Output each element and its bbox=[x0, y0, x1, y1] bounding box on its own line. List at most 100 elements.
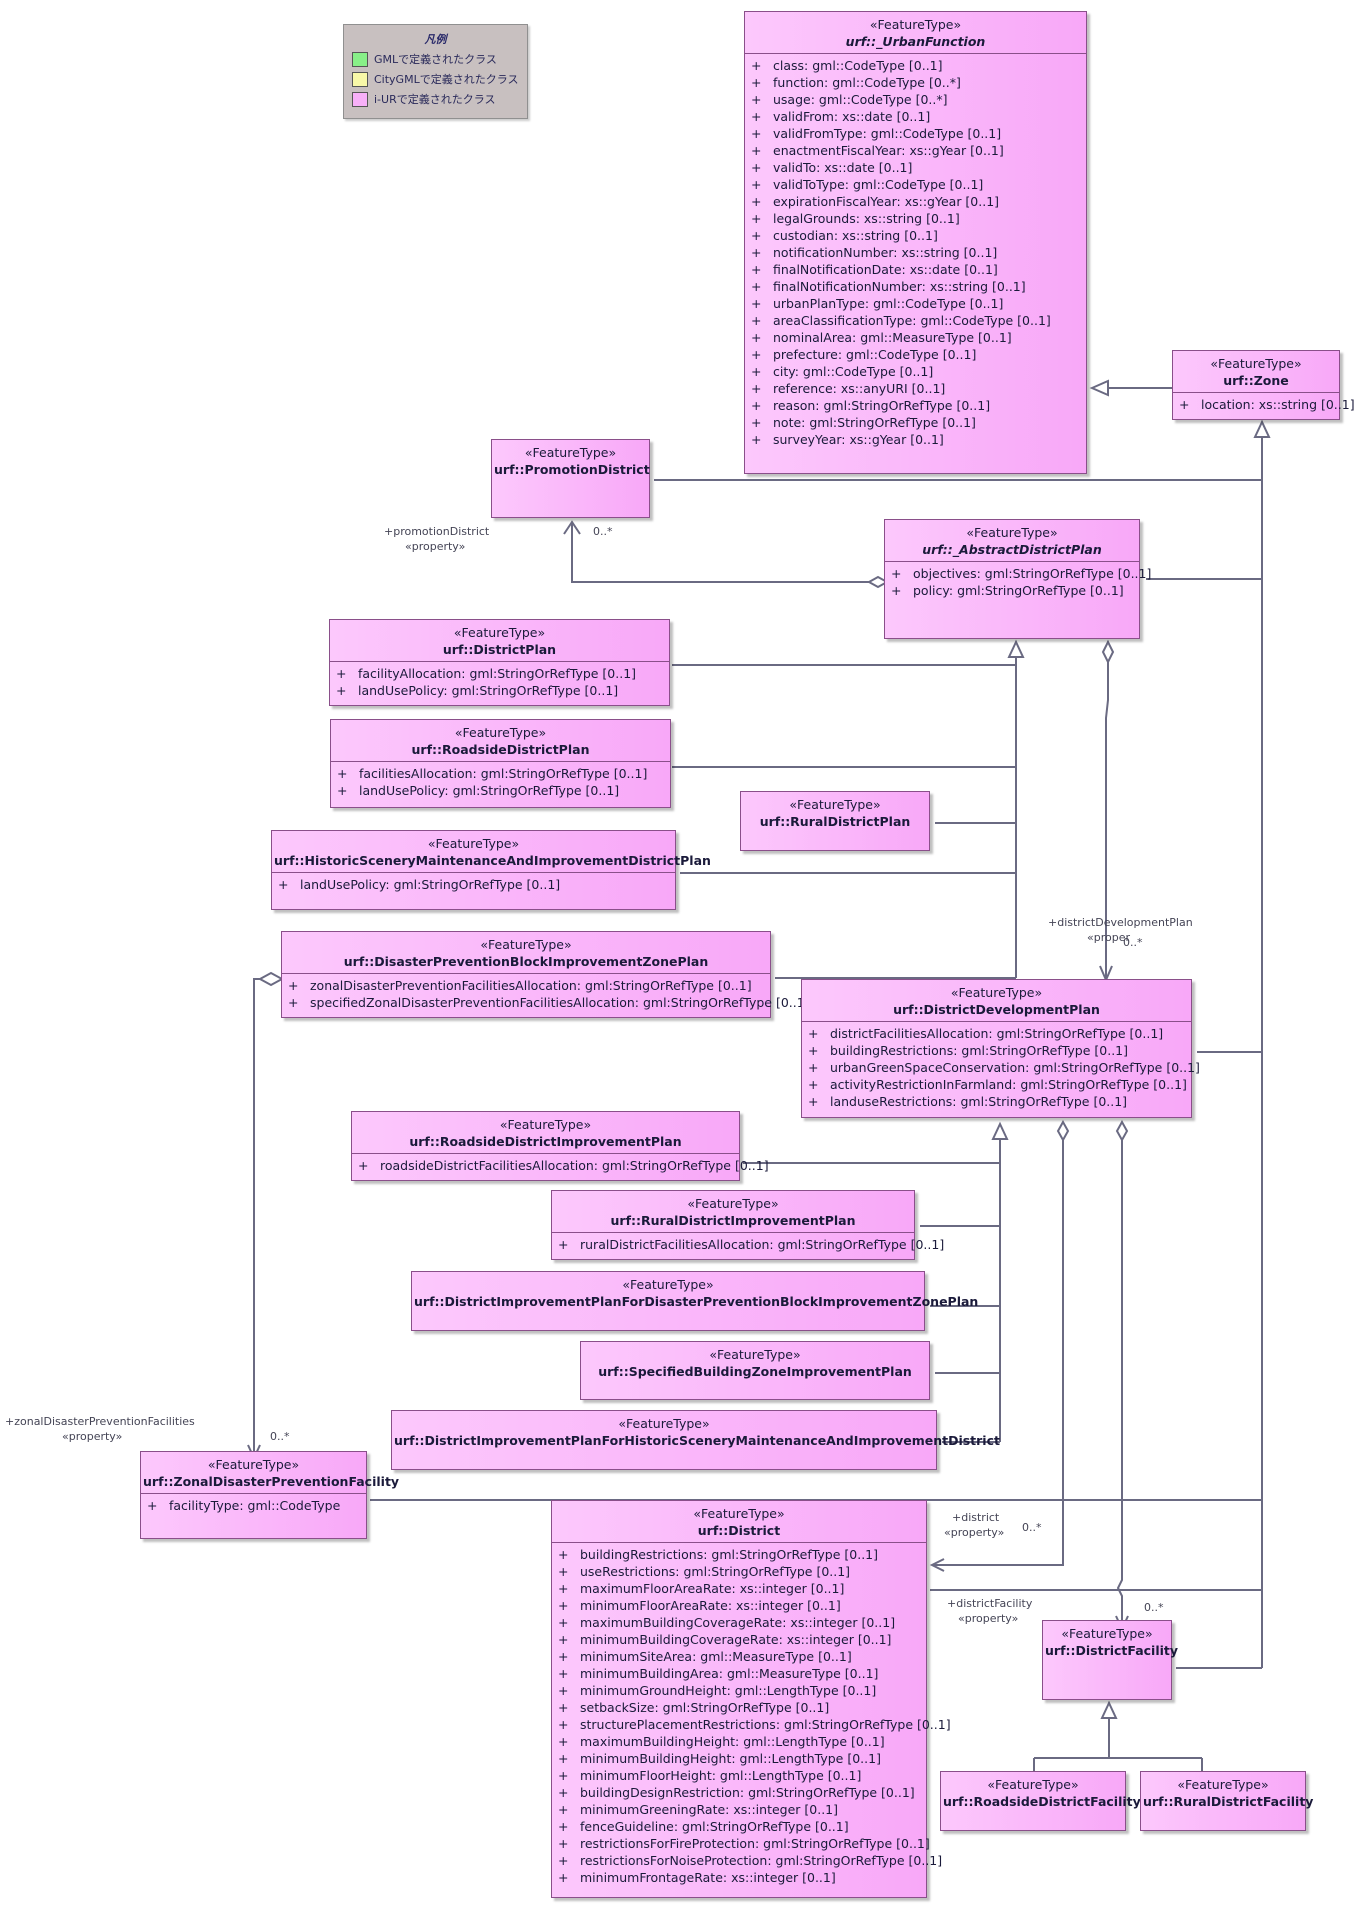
class-header: «FeatureType»urf::RoadsideDistrictImprov… bbox=[352, 1112, 739, 1153]
class-stereotype: «FeatureType» bbox=[454, 725, 547, 740]
aggregation-diamond bbox=[866, 575, 890, 589]
class-name: urf::DisasterPreventionBlockImprovementZ… bbox=[343, 954, 709, 969]
class-attribute: +nominalArea: gml::MeasureType [0..1] bbox=[749, 329, 1082, 346]
class-attribute: +surveyYear: xs::gYear [0..1] bbox=[749, 431, 1082, 448]
label-devplan-role: +districtDevelopmentPlan bbox=[1048, 916, 1193, 929]
attribute-compartment: +zonalDisasterPreventionFacilitiesAlloca… bbox=[282, 973, 810, 1014]
label-promotion-property: «property» bbox=[405, 540, 466, 553]
class-name: urf::RoadsideDistrictFacility bbox=[943, 1794, 1141, 1809]
class-attribute: +reason: gml:StringOrRefType [0..1] bbox=[749, 397, 1082, 414]
label-zonal-property: «property» bbox=[62, 1430, 123, 1443]
class-header: «FeatureType»urf::RoadsideDistrictPlan bbox=[331, 720, 670, 761]
class-district-development-plan[interactable]: «FeatureType»urf::DistrictDevelopmentPla… bbox=[801, 979, 1200, 1118]
class-stereotype: «FeatureType» bbox=[618, 1416, 710, 1431]
attribute-compartment: +facilityAllocation: gml:StringOrRefType… bbox=[330, 661, 669, 702]
class-attribute: +maximumBuildingHeight: gml::LengthType … bbox=[556, 1733, 922, 1750]
visibility-marker: + bbox=[751, 432, 762, 447]
class-abstract-district-plan[interactable]: «FeatureType»urf::_AbstractDistrictPlan+… bbox=[884, 519, 1151, 639]
class-attribute: +minimumGroundHeight: gml::LengthType [0… bbox=[556, 1682, 922, 1699]
class-disaster-zone-plan[interactable]: «FeatureType»urf::DisasterPreventionBloc… bbox=[281, 931, 810, 1018]
attribute-text: zonalDisasterPreventionFacilitiesAllocat… bbox=[310, 978, 752, 993]
visibility-marker: + bbox=[751, 211, 762, 226]
class-attribute: +urbanPlanType: gml::CodeType [0..1] bbox=[749, 295, 1082, 312]
class-name: urf::SpecifiedBuildingZoneImprovementPla… bbox=[598, 1364, 912, 1379]
class-rural-facility[interactable]: «FeatureType»urf::RuralDistrictFacility bbox=[1140, 1771, 1313, 1831]
class-attribute: +expirationFiscalYear: xs::gYear [0..1] bbox=[749, 193, 1082, 210]
class-roadside-district-plan[interactable]: «FeatureType»urf::RoadsideDistrictPlan+f… bbox=[330, 719, 671, 808]
class-attribute: +facilityType: gml::CodeType bbox=[145, 1497, 362, 1514]
attribute-compartment: +objectives: gml:StringOrRefType [0..1]+… bbox=[885, 561, 1151, 602]
class-name: urf::_AbstractDistrictPlan bbox=[922, 542, 1102, 557]
class-attribute: +landuseRestrictions: gml:StringOrRefTyp… bbox=[806, 1093, 1187, 1110]
class-rural-district-plan[interactable]: «FeatureType»urf::RuralDistrictPlan bbox=[740, 791, 930, 851]
attribute-text: custodian: xs::string [0..1] bbox=[773, 228, 938, 243]
label-promotion-multiplicity: 0..* bbox=[593, 525, 613, 538]
label-district-multiplicity: 0..* bbox=[1022, 1521, 1042, 1534]
class-rural-improvement-plan[interactable]: «FeatureType»urf::RuralDistrictImproveme… bbox=[551, 1190, 944, 1260]
visibility-marker: + bbox=[558, 1802, 569, 1817]
class-roadside-facility[interactable]: «FeatureType»urf::RoadsideDistrictFacili… bbox=[940, 1771, 1141, 1831]
attribute-text: minimumGroundHeight: gml::LengthType [0.… bbox=[580, 1683, 877, 1698]
class-attribute: +minimumGreeningRate: xs::integer [0..1] bbox=[556, 1801, 922, 1818]
association-districtfacility bbox=[1116, 1138, 1123, 1628]
visibility-marker: + bbox=[358, 1158, 369, 1173]
class-stereotype: «FeatureType» bbox=[693, 1506, 785, 1521]
class-historic-plan[interactable]: «FeatureType»urf::HistoricSceneryMainten… bbox=[271, 830, 711, 910]
label-facility-multiplicity: 0..* bbox=[1144, 1601, 1164, 1614]
label-zonal-multiplicity: 0..* bbox=[270, 1430, 290, 1443]
class-district[interactable]: «FeatureType»urf::District+buildingRestr… bbox=[551, 1500, 951, 1898]
class-attribute: +maximumBuildingCoverageRate: xs::intege… bbox=[556, 1614, 922, 1631]
class-attribute: +reference: xs::anyURI [0..1] bbox=[749, 380, 1082, 397]
legend-item-iur: i-URで定義されたクラス bbox=[352, 91, 527, 107]
attribute-text: reason: gml:StringOrRefType [0..1] bbox=[773, 398, 991, 413]
attribute-text: minimumFloorAreaRate: xs::integer [0..1] bbox=[580, 1598, 841, 1613]
class-specified-building-plan[interactable]: «FeatureType»urf::SpecifiedBuildingZoneI… bbox=[580, 1341, 930, 1400]
visibility-marker: + bbox=[558, 1819, 569, 1834]
class-attribute: +buildingRestrictions: gml:StringOrRefTy… bbox=[806, 1042, 1187, 1059]
class-district-facility[interactable]: «FeatureType»urf::DistrictFacility bbox=[1042, 1620, 1178, 1700]
class-stereotype: «FeatureType» bbox=[869, 17, 962, 32]
class-attribute: +landUsePolicy: gml:StringOrRefType [0..… bbox=[276, 876, 671, 893]
class-zonal-facility[interactable]: «FeatureType»urf::ZonalDisasterPreventio… bbox=[140, 1451, 399, 1539]
class-header: «FeatureType»urf::HistoricSceneryMainten… bbox=[272, 831, 711, 872]
class-name: urf::DistrictImprovementPlanForHistoricS… bbox=[394, 1433, 1000, 1448]
attribute-text: minimumSiteArea: gml::MeasureType [0..1] bbox=[580, 1649, 852, 1664]
attribute-text: objectives: gml:StringOrRefType [0..1] bbox=[913, 566, 1152, 581]
class-district-plan[interactable]: «FeatureType»urf::DistrictPlan+facilityA… bbox=[329, 619, 670, 706]
attribute-text: minimumFrontageRate: xs::integer [0..1] bbox=[580, 1870, 836, 1885]
class-header: «FeatureType»urf::RuralDistrictPlan bbox=[741, 792, 929, 833]
class-zone[interactable]: «FeatureType»urf::Zone+location: xs::str… bbox=[1172, 350, 1355, 420]
class-header: «FeatureType»urf::ZonalDisasterPreventio… bbox=[141, 1452, 399, 1493]
class-name: urf::DistrictImprovementPlanForDisasterP… bbox=[414, 1294, 979, 1309]
class-stereotype: «FeatureType» bbox=[427, 836, 520, 851]
attribute-text: structurePlacementRestrictions: gml:Stri… bbox=[580, 1717, 951, 1732]
class-historic-improvement-plan[interactable]: «FeatureType»urf::DistrictImprovementPla… bbox=[391, 1410, 1000, 1470]
attribute-text: location: xs::string [0..1] bbox=[1201, 397, 1355, 412]
class-attribute: +buildingRestrictions: gml:StringOrRefTy… bbox=[556, 1546, 922, 1563]
attribute-text: maximumBuildingHeight: gml::LengthType [… bbox=[580, 1734, 885, 1749]
attribute-text: facilitiesAllocation: gml:StringOrRefTyp… bbox=[359, 766, 648, 781]
class-name: urf::DistrictPlan bbox=[442, 642, 557, 657]
class-stereotype: «FeatureType» bbox=[1210, 356, 1302, 371]
visibility-marker: + bbox=[147, 1498, 158, 1513]
class-urban-function[interactable]: «FeatureType»urf::_UrbanFunction+class: … bbox=[744, 11, 1087, 474]
class-roadside-improvement-plan[interactable]: «FeatureType»urf::RoadsideDistrictImprov… bbox=[351, 1111, 769, 1181]
class-attribute: +location: xs::string [0..1] bbox=[1177, 396, 1355, 413]
class-disaster-improvement-plan[interactable]: «FeatureType»urf::DistrictImprovementPla… bbox=[411, 1271, 979, 1331]
attribute-text: setbackSize: gml:StringOrRefType [0..1] bbox=[580, 1700, 830, 1715]
visibility-marker: + bbox=[751, 194, 762, 209]
attribute-text: enactmentFiscalYear: xs::gYear [0..1] bbox=[773, 143, 1004, 158]
visibility-marker: + bbox=[891, 583, 902, 598]
class-name: urf::_UrbanFunction bbox=[845, 34, 986, 49]
attribute-text: validFrom: xs::date [0..1] bbox=[773, 109, 931, 124]
class-header: «FeatureType»urf::_UrbanFunction bbox=[745, 12, 1086, 53]
class-header: «FeatureType»urf::PromotionDistrict bbox=[492, 440, 650, 481]
attribute-text: usage: gml::CodeType [0..*] bbox=[773, 92, 948, 107]
class-promotion-district[interactable]: «FeatureType»urf::PromotionDistrict bbox=[491, 439, 650, 518]
attribute-compartment: +facilityType: gml::CodeType bbox=[141, 1493, 366, 1517]
attribute-compartment: +districtFacilitiesAllocation: gml:Strin… bbox=[802, 1021, 1200, 1113]
visibility-marker: + bbox=[808, 1094, 819, 1109]
class-header: «FeatureType»urf::RuralDistrictFacility bbox=[1141, 1772, 1313, 1813]
class-attribute: +minimumFloorHeight: gml::LengthType [0.… bbox=[556, 1767, 922, 1784]
visibility-marker: + bbox=[751, 177, 762, 192]
